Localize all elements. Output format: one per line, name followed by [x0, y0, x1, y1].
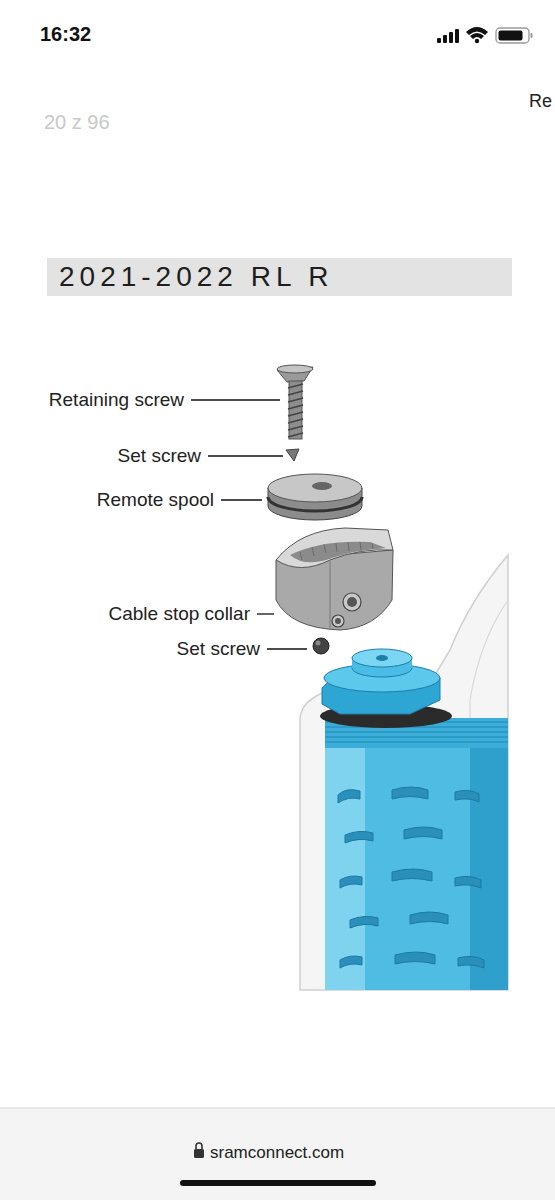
- cable-stop-collar: [276, 528, 393, 630]
- set-screw: [286, 449, 299, 461]
- retaining-screw: [277, 365, 313, 439]
- damper-cartridge: [320, 649, 508, 990]
- url-text: sramconnect.com: [210, 1143, 344, 1163]
- status-time: 16:32: [40, 22, 91, 46]
- page-counter: 20 z 96: [44, 110, 110, 134]
- heading-text: 2021-2022 RL R: [59, 259, 500, 295]
- title-band: 2021-2022 RL R: [47, 258, 512, 296]
- remote-spool: [268, 474, 362, 520]
- part-name: Cable stop collar: [108, 603, 250, 626]
- part-name: Remote spool: [97, 489, 214, 512]
- cut-off-link: Re: [529, 91, 552, 113]
- lock-icon: [194, 1143, 204, 1158]
- browser-bar: [0, 1108, 555, 1200]
- part-name: Set screw: [177, 638, 260, 661]
- part-name: Retaining screw: [49, 389, 184, 412]
- status-icons: [437, 27, 533, 43]
- home-indicator: [180, 1180, 376, 1186]
- set-screw: [313, 638, 329, 654]
- part-name: Set screw: [118, 445, 201, 468]
